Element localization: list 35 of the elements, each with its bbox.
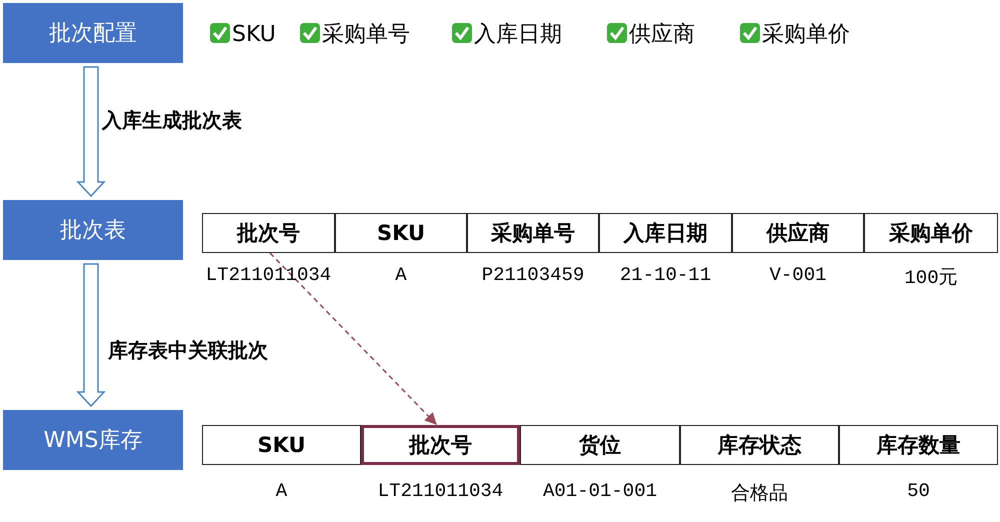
table-header-cell: SKU: [335, 213, 467, 253]
table-value: V-001: [768, 264, 828, 288]
table-value: LT211011034: [204, 264, 332, 288]
checklist-item: 采购单价: [762, 21, 850, 48]
table-value: A: [274, 480, 288, 504]
table-value: P21103459: [480, 264, 586, 288]
edge-label: 入库生成批次表: [102, 107, 242, 134]
table-value: 100元: [903, 266, 959, 290]
table-header-cell: 货位: [520, 425, 680, 465]
table-value: 合格品: [730, 482, 789, 506]
table-header-cell: 供应商: [732, 213, 864, 253]
table-header-cell: 库存状态: [680, 425, 839, 465]
table-header-cell: 采购单号: [467, 213, 599, 253]
table-value: 21-10-11: [618, 264, 712, 288]
hollow-arrow: [76, 263, 106, 408]
highlighted-header-cell: 批次号: [361, 425, 520, 465]
table-header-cell: 采购单价: [864, 213, 998, 253]
edge-label: 库存表中关联批次: [108, 337, 268, 364]
checklist-item: SKU: [232, 20, 276, 48]
table-value: 50: [906, 480, 931, 504]
arrow: [269, 252, 437, 425]
checklist-item: 采购单号: [322, 21, 410, 48]
table-value: LT211011034: [376, 480, 504, 504]
table-value: A: [394, 264, 408, 288]
table-header-cell: 入库日期: [599, 213, 732, 253]
process-box: 批次表: [3, 200, 183, 260]
table-header-cell: 库存数量: [839, 425, 998, 465]
table-header-cell: 批次号: [202, 213, 335, 253]
table-header-cell: SKU: [202, 425, 361, 465]
process-box: WMS库存: [3, 410, 183, 470]
checklist-item: 供应商: [629, 21, 695, 48]
checklist-item: 入库日期: [474, 21, 562, 48]
process-box: 批次配置: [3, 3, 183, 63]
table-value: A01-01-001: [542, 480, 658, 504]
hollow-arrow: [76, 66, 106, 198]
